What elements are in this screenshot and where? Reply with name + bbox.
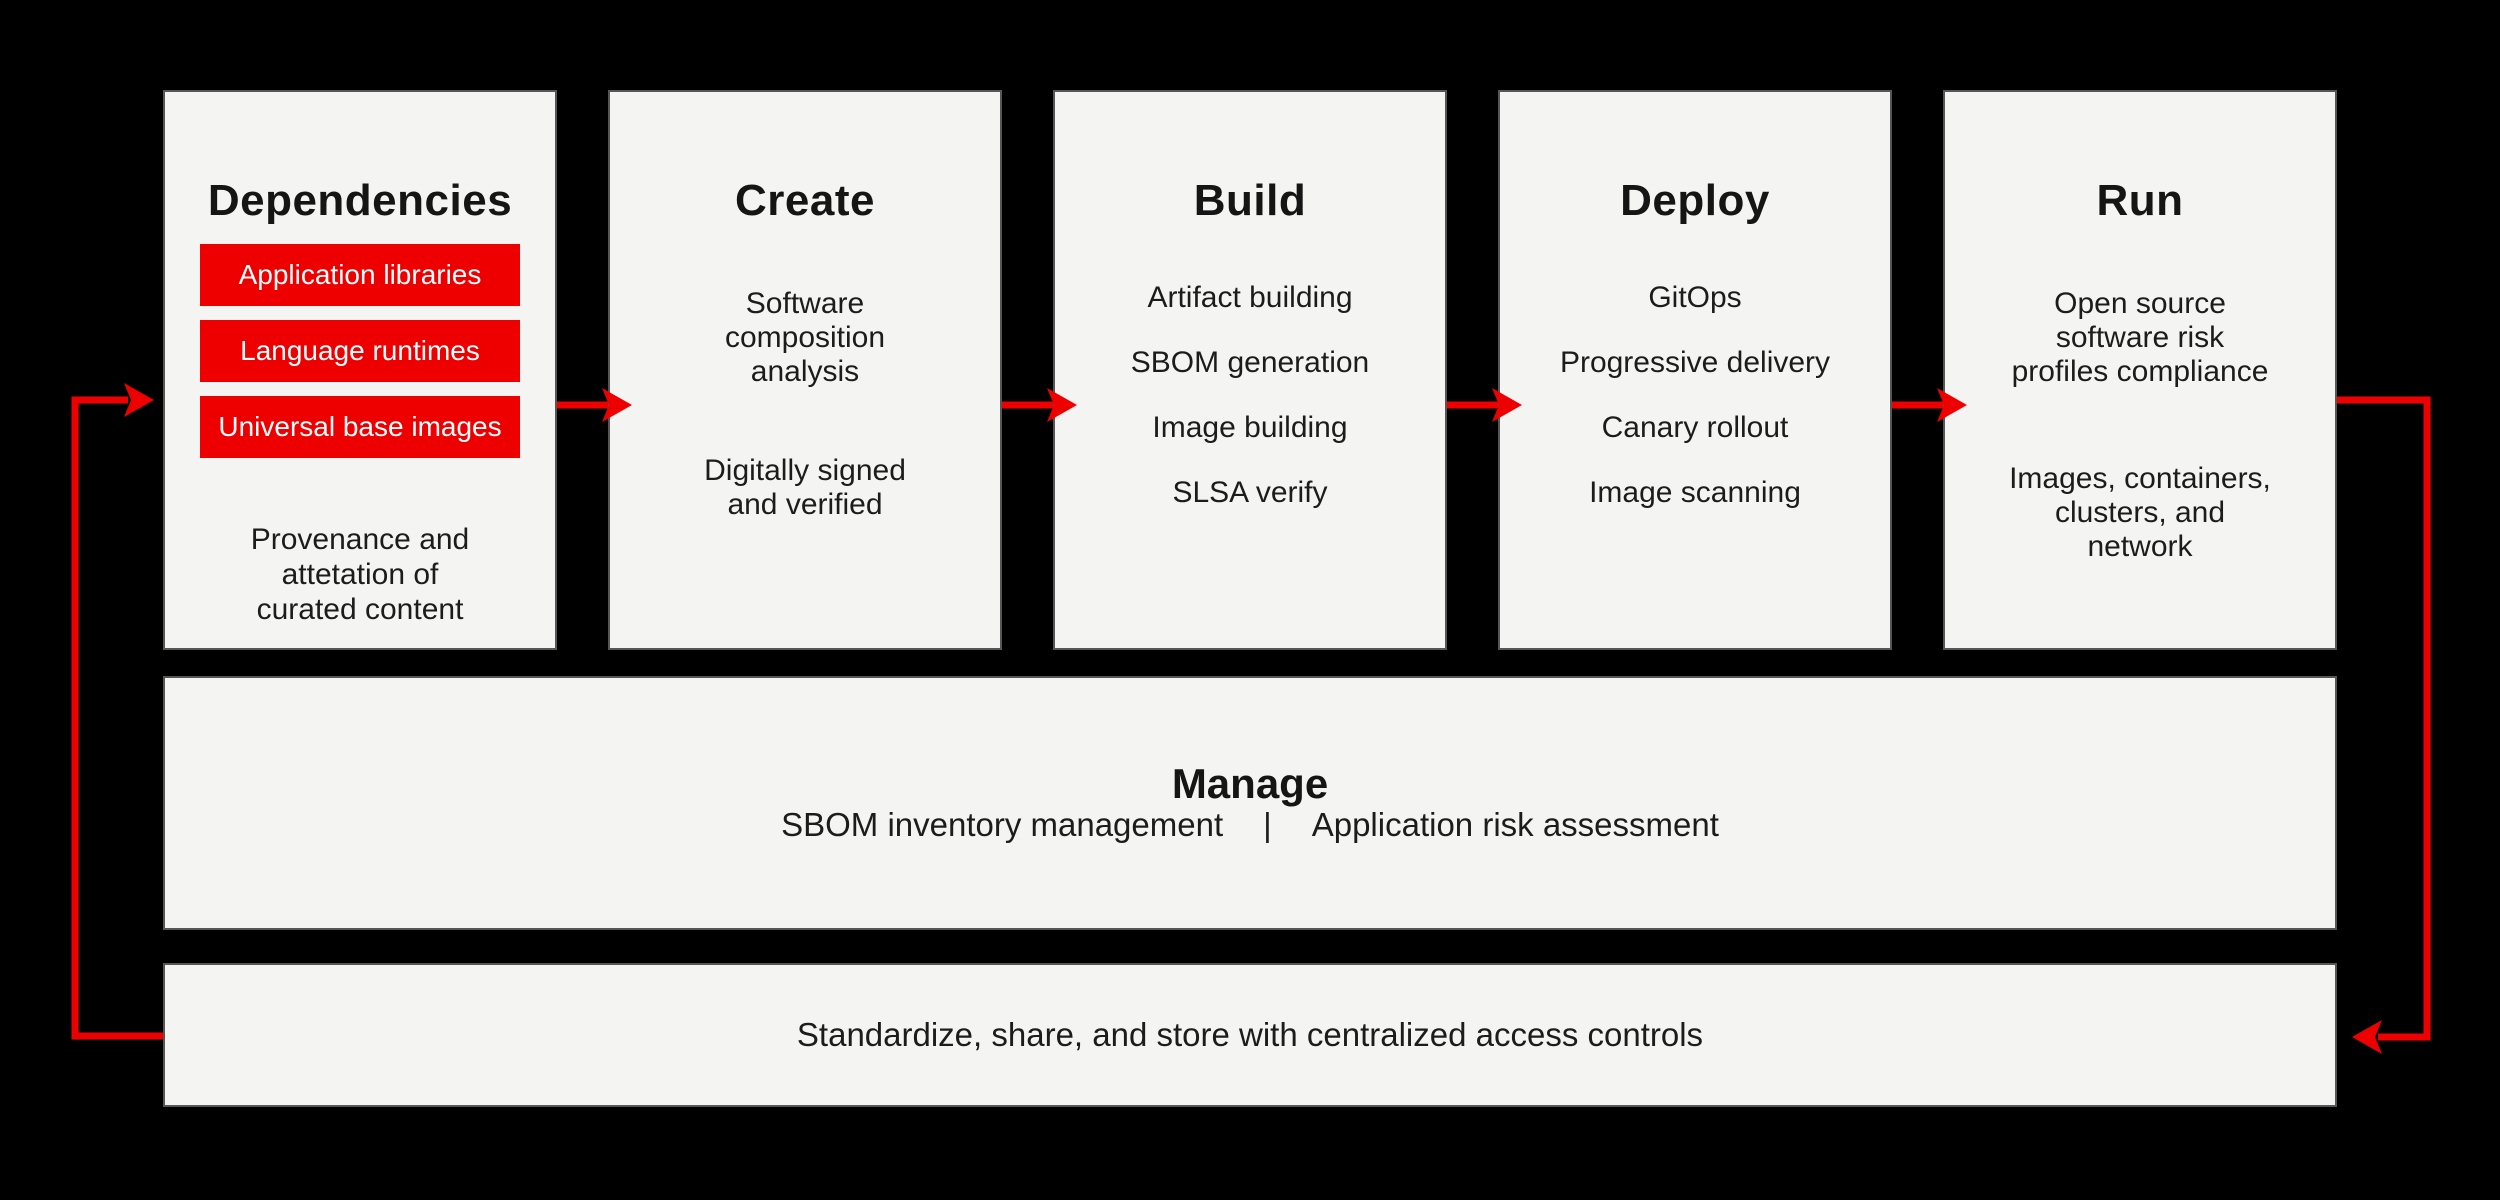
standardize-bar: Standardize, share, and store with centr… bbox=[163, 963, 2337, 1107]
deploy-item: Canary rollout bbox=[1601, 411, 1789, 444]
column-title-build: Build bbox=[1193, 175, 1307, 225]
build-item: SBOM generation bbox=[1130, 346, 1370, 379]
create-paragraph-2: Digitally signed and verified bbox=[704, 454, 906, 521]
run-paragraph-1: Open source software risk profiles compl… bbox=[2011, 287, 2269, 388]
pipe-separator: | bbox=[1263, 806, 1272, 843]
column-deploy: Deploy GitOps Progressive delivery Canar… bbox=[1498, 90, 1892, 650]
column-dependencies: Dependencies Application libraries Langu… bbox=[163, 90, 557, 650]
deploy-item: Progressive delivery bbox=[1559, 346, 1831, 379]
feedback-arrow-left bbox=[71, 383, 163, 1040]
chip-label: Language runtimes bbox=[240, 335, 480, 366]
manage-item-risk-assessment: Application risk assessment bbox=[1311, 806, 1719, 843]
build-item: Image building bbox=[1152, 411, 1348, 444]
dependencies-caption: Provenance and attetation of curated con… bbox=[250, 523, 470, 626]
column-title-create: Create bbox=[735, 175, 875, 225]
build-item: Artifact building bbox=[1147, 281, 1353, 314]
chip-language-runtimes: Language runtimes bbox=[200, 320, 520, 382]
column-title-dependencies: Dependencies bbox=[207, 175, 513, 225]
manage-title: Manage bbox=[1171, 759, 1329, 807]
create-paragraph-1: Software composition analysis bbox=[724, 287, 886, 388]
manage-item-sbom-inventory: SBOM inventory management bbox=[781, 806, 1224, 843]
column-title-run: Run bbox=[2096, 175, 2184, 225]
column-build: Build Artifact building SBOM generation … bbox=[1053, 90, 1447, 650]
column-title-deploy: Deploy bbox=[1620, 175, 1770, 225]
deploy-item: Image scanning bbox=[1589, 476, 1801, 509]
chip-universal-base-images: Universal base images bbox=[200, 396, 520, 458]
chip-label: Universal base images bbox=[218, 411, 502, 442]
chip-application-libraries: Application libraries bbox=[200, 244, 520, 306]
column-run: Run Open source software risk profiles c… bbox=[1943, 90, 2337, 650]
column-create: Create Software composition analysis Dig… bbox=[608, 90, 1002, 650]
manage-panel: Manage SBOM inventory management | Appli… bbox=[163, 676, 2337, 930]
run-paragraph-2: Images, containers, clusters, and networ… bbox=[2009, 462, 2271, 563]
build-item: SLSA verify bbox=[1172, 476, 1328, 509]
standardize-bar-text: Standardize, share, and store with centr… bbox=[796, 1016, 1704, 1053]
manage-subtext: SBOM inventory management | Application … bbox=[165, 806, 2335, 844]
deploy-item: GitOps bbox=[1648, 281, 1742, 314]
deploy-item-list: GitOps Progressive delivery Canary rollo… bbox=[1500, 265, 1890, 525]
arrow-run-to-standardize-bar bbox=[2337, 396, 2431, 1054]
build-item-list: Artifact building SBOM generation Image … bbox=[1055, 265, 1445, 525]
chip-label: Application libraries bbox=[238, 259, 482, 290]
